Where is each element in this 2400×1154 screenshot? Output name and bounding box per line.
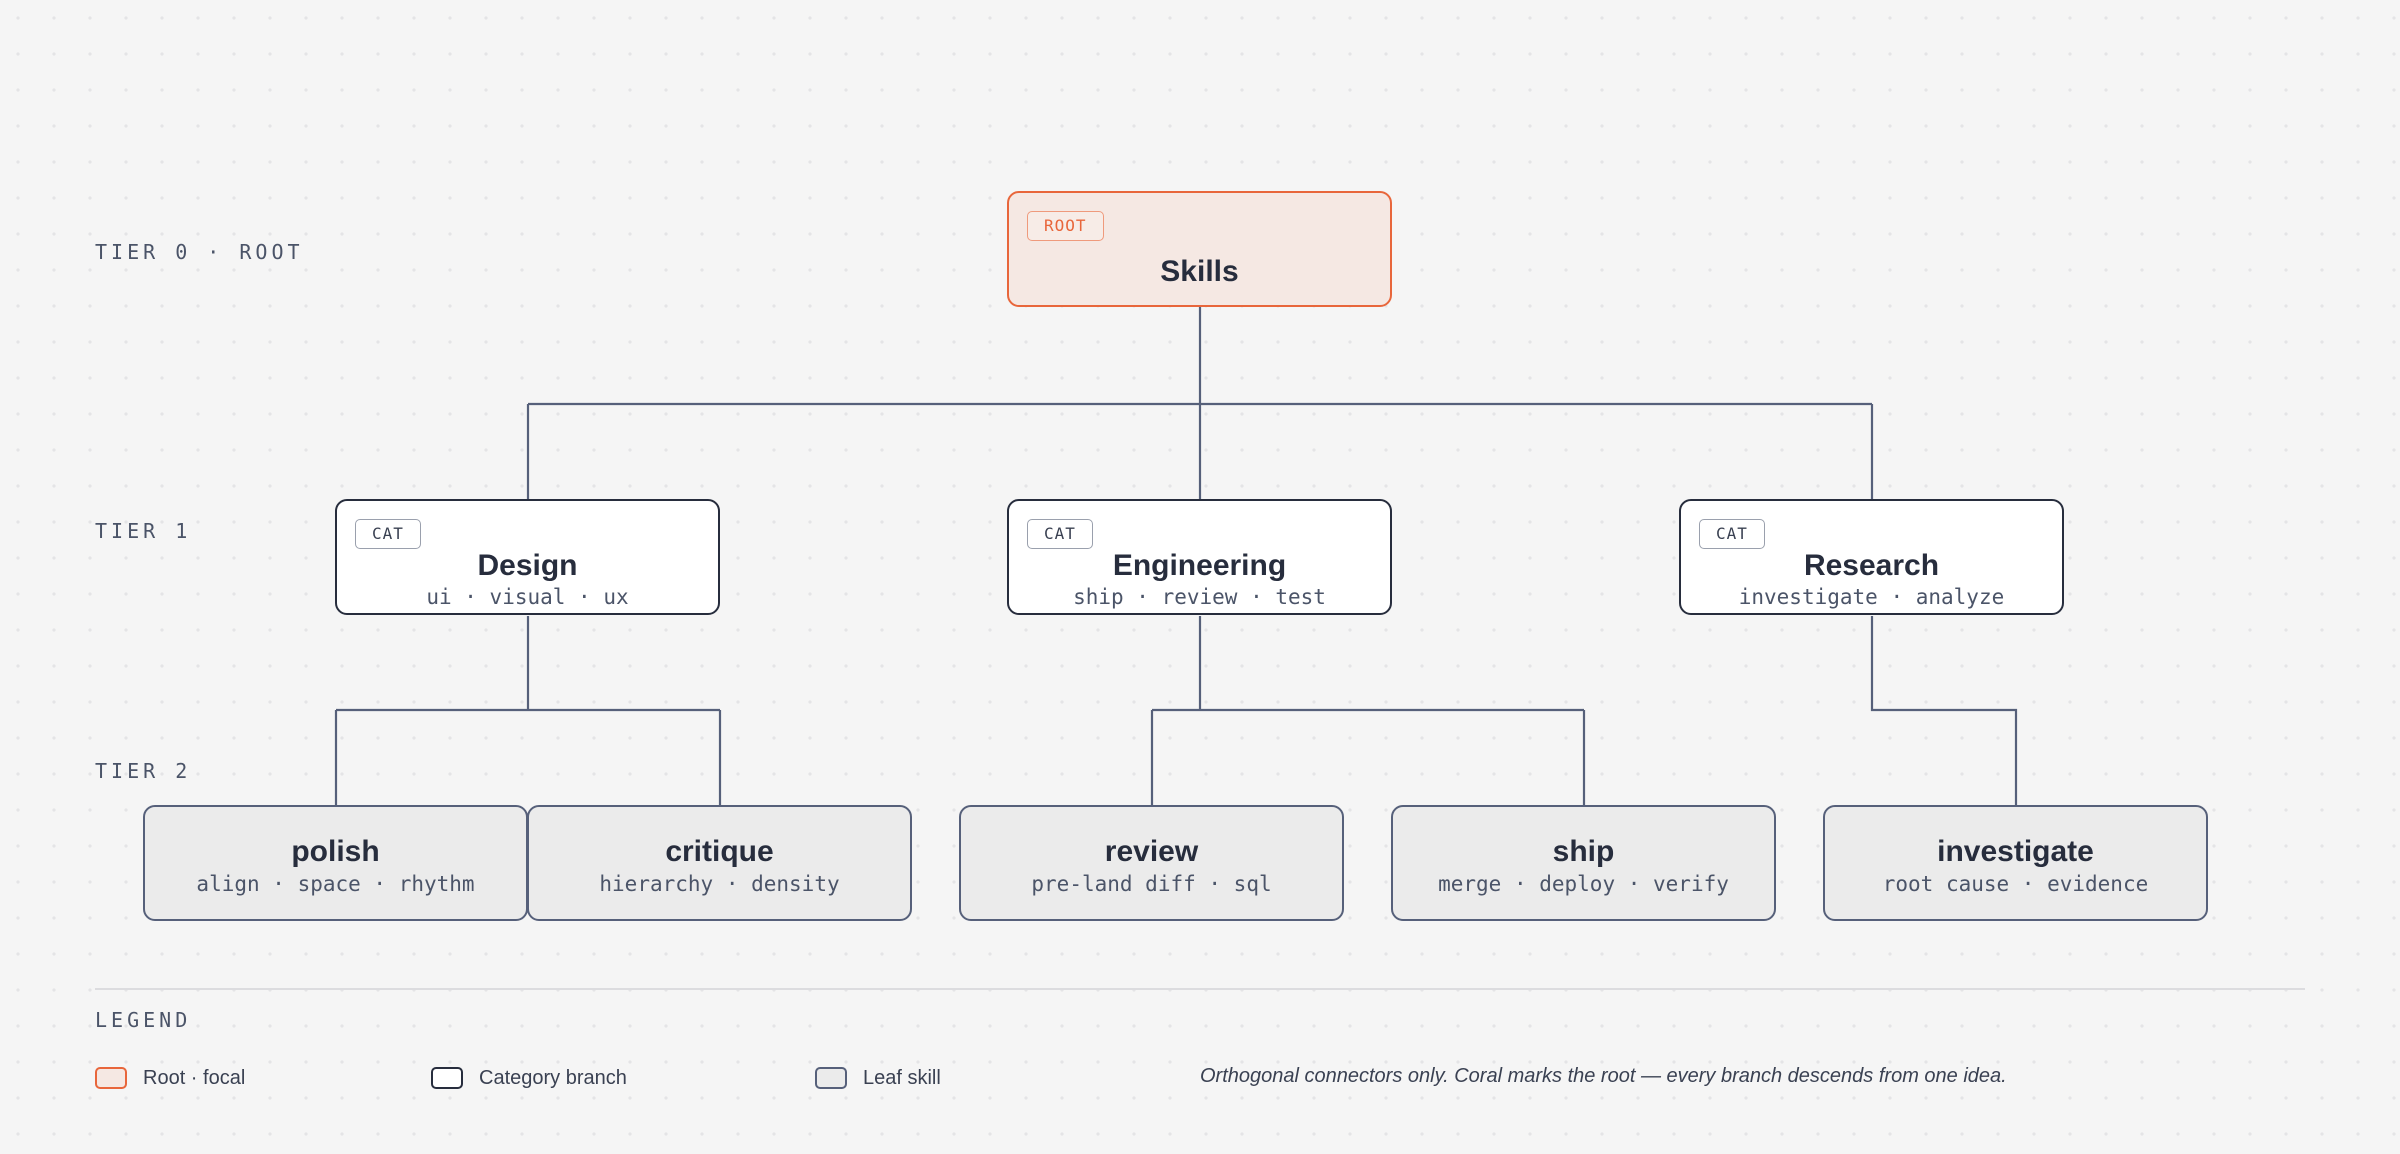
category-title: Design bbox=[477, 549, 578, 582]
legend-note: Orthogonal connectors only. Coral marks … bbox=[1200, 1065, 2007, 1087]
legend-swatch-root bbox=[95, 1067, 127, 1089]
legend-item-leaf: Leaf skill bbox=[815, 1064, 941, 1092]
category-tags: ship · review · test bbox=[1073, 585, 1326, 609]
connector-research-to-leaves bbox=[1870, 616, 2018, 806]
category-title: Research bbox=[1803, 549, 1940, 582]
root-title: Skills bbox=[1160, 255, 1239, 288]
category-node-design[interactable]: CAT Design ui · visual · ux bbox=[335, 499, 720, 615]
tier-label-1: TIER 1 bbox=[95, 519, 192, 543]
category-badge: CAT bbox=[1699, 519, 1765, 549]
legend-swatch-category bbox=[431, 1067, 463, 1089]
leaf-title: polish bbox=[291, 835, 380, 868]
leaf-node-review[interactable]: review pre-land diff · sql bbox=[959, 805, 1344, 921]
legend-label: Root · focal bbox=[143, 1066, 246, 1089]
category-node-engineering[interactable]: CAT Engineering ship · review · test bbox=[1007, 499, 1392, 615]
category-title: Engineering bbox=[1112, 549, 1287, 582]
legend-item-root: Root · focal bbox=[95, 1064, 245, 1092]
legend-item-category: Category branch bbox=[431, 1064, 627, 1092]
category-tags: investigate · analyze bbox=[1738, 585, 2005, 609]
connector-engineering-to-leaves bbox=[1150, 616, 1586, 806]
leaf-tags: align · space · rhythm bbox=[196, 872, 475, 896]
root-node[interactable]: ROOT Skills bbox=[1007, 191, 1392, 307]
leaf-tags: hierarchy · density bbox=[599, 872, 840, 896]
legend-label: Category branch bbox=[479, 1066, 627, 1089]
leaf-title: investigate bbox=[1937, 835, 2094, 868]
leaf-title: critique bbox=[665, 835, 774, 868]
tier-label-2: TIER 2 bbox=[95, 759, 192, 783]
leaf-tags: pre-land diff · sql bbox=[1031, 872, 1272, 896]
legend-title: LEGEND bbox=[95, 1008, 192, 1032]
leaf-node-investigate[interactable]: investigate root cause · evidence bbox=[1823, 805, 2208, 921]
connector-root-to-categories bbox=[526, 307, 1874, 500]
leaf-node-critique[interactable]: critique hierarchy · density bbox=[527, 805, 912, 921]
leaf-tags: root cause · evidence bbox=[1882, 872, 2149, 896]
root-badge: ROOT bbox=[1027, 211, 1104, 241]
leaf-title: review bbox=[1104, 835, 1199, 868]
connector-design-to-leaves bbox=[334, 616, 722, 806]
category-node-research[interactable]: CAT Research investigate · analyze bbox=[1679, 499, 2064, 615]
legend-swatch-leaf bbox=[815, 1067, 847, 1089]
leaf-title: ship bbox=[1552, 835, 1615, 868]
leaf-tags: merge · deploy · verify bbox=[1438, 872, 1729, 896]
category-badge: CAT bbox=[355, 519, 421, 549]
leaf-node-ship[interactable]: ship merge · deploy · verify bbox=[1391, 805, 1776, 921]
legend-label: Leaf skill bbox=[863, 1066, 941, 1089]
category-tags: ui · visual · ux bbox=[426, 585, 629, 609]
leaf-node-polish[interactable]: polish align · space · rhythm bbox=[143, 805, 528, 921]
tier-label-0: TIER 0 · ROOT bbox=[95, 240, 304, 264]
category-badge: CAT bbox=[1027, 519, 1093, 549]
legend-divider bbox=[95, 988, 2305, 990]
